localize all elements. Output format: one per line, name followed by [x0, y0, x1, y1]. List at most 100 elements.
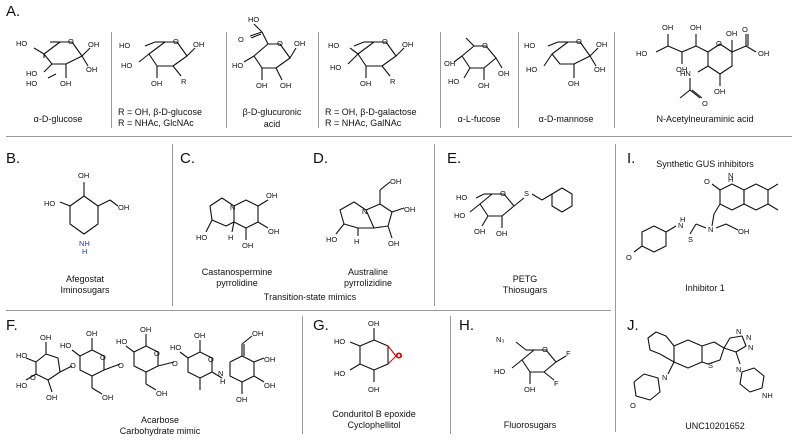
svg-text:HN: HN [680, 69, 691, 78]
acarbose-structure: O OH HO HO OH O O OH HO OH O O OH HO OH … [16, 325, 275, 404]
panel-letter-f: F. [6, 317, 18, 334]
svg-text:OH: OH [388, 239, 399, 248]
svg-text:OH: OH [360, 79, 371, 88]
unc10201652-structure: S N N N N NH N O [630, 327, 773, 410]
panel-letter-e: E. [447, 150, 462, 167]
svg-text:O: O [382, 37, 388, 46]
svg-text:HO: HO [16, 39, 27, 48]
svg-text:OH: OH [594, 65, 605, 74]
fucose-structure: O OH OH HO OH [444, 37, 509, 90]
glucose-structure: O HO OH OH OH HO HO [16, 37, 99, 88]
svg-text:OH: OH [156, 389, 167, 398]
divider-e [434, 144, 435, 306]
galnac-structure: O HO OH R OH HO [328, 37, 413, 88]
svg-text:F: F [554, 379, 559, 388]
caption-conduritol: Conduritol B epoxide [332, 409, 416, 419]
caption-iminosugars: Iminosugars [60, 285, 110, 295]
divider-a5 [518, 32, 519, 128]
svg-text:OH: OH [524, 385, 535, 394]
caption-transition-state: Transition-state mimics [263, 292, 357, 302]
afegostat-structure: OH HO OH NH H [44, 171, 129, 256]
svg-text:OH: OH [726, 29, 737, 38]
caption-acarbose: Acarbose [140, 415, 180, 425]
svg-text:S: S [708, 361, 713, 370]
svg-text:O: O [208, 355, 214, 364]
svg-text:OH: OH [738, 227, 749, 236]
svg-text:HO: HO [116, 337, 127, 346]
svg-text:HO: HO [16, 351, 27, 360]
svg-text:O: O [626, 253, 632, 262]
svg-text:OH: OH [194, 331, 205, 340]
svg-text:N: N [678, 221, 683, 230]
svg-text:OH: OH [390, 177, 401, 186]
panel-letter-j: J. [627, 317, 639, 334]
svg-text:OH: OH [193, 40, 204, 49]
caption-fluorosugars: Fluorosugars [503, 420, 557, 430]
svg-text:OH: OH [402, 40, 413, 49]
svg-text:O: O [154, 349, 160, 358]
svg-text:N: N [362, 207, 367, 216]
svg-text:N: N [662, 373, 667, 382]
svg-text:OH: OH [266, 191, 277, 200]
svg-text:OH: OH [236, 395, 247, 404]
caption-gus-title: Synthetic GUS inhibitors [656, 159, 754, 169]
svg-text:O: O [173, 37, 179, 46]
svg-text:O: O [500, 189, 506, 198]
panel-letter-i: I. [627, 150, 636, 167]
svg-text:HO: HO [60, 341, 71, 350]
svg-text:OH: OH [86, 65, 97, 74]
svg-text:HO: HO [456, 193, 467, 202]
caption-glucuronic: β-D-glucuronic acid [242, 107, 302, 129]
svg-text:O: O [482, 41, 488, 50]
svg-text:HO: HO [196, 233, 207, 242]
svg-text:O: O [70, 361, 76, 370]
divider-row1 [6, 136, 792, 137]
caption-australine: Australine [347, 267, 389, 277]
svg-text:OH: OH [690, 23, 701, 32]
caption-glc-r2: R = NHAc, GlcNAc [118, 118, 194, 128]
svg-text:OH: OH [268, 227, 279, 236]
divider-i [615, 144, 616, 432]
caption-afegostat: Afegostat [65, 274, 105, 284]
svg-text:HO: HO [16, 381, 27, 390]
svg-text:HO: HO [636, 49, 647, 58]
svg-text:OH: OH [294, 39, 305, 48]
svg-text:HO: HO [328, 41, 339, 50]
svg-text:S: S [524, 189, 529, 198]
svg-text:O: O [742, 25, 748, 34]
svg-text:OH: OH [86, 329, 97, 338]
mannose-structure: O HO OH OH OH HO [524, 37, 607, 88]
svg-text:O: O [704, 177, 710, 186]
svg-text:HO: HO [121, 61, 132, 70]
svg-text:OH: OH [252, 329, 263, 338]
svg-text:OH: OH [498, 69, 509, 78]
caption-inhibitor1: Inhibitor 1 [685, 283, 725, 293]
svg-text:NH: NH [762, 391, 773, 400]
divider-a2 [226, 32, 227, 128]
australine-structure: N OH OH OH H HO [326, 177, 415, 248]
caption-glc-r1: R = OH, β-D-glucose [118, 107, 202, 117]
svg-text:O: O [716, 39, 722, 48]
svg-text:HO: HO [248, 15, 259, 24]
svg-text:HO: HO [334, 369, 345, 378]
svg-text:H: H [728, 175, 733, 184]
svg-text:HO: HO [526, 65, 537, 74]
svg-text:HO: HO [26, 69, 37, 78]
svg-text:H: H [228, 233, 233, 242]
divider-a6 [614, 32, 615, 128]
caption-thiosugars: Thiosugars [502, 285, 548, 295]
divider-a4 [440, 32, 441, 128]
svg-text:OH: OH [478, 81, 489, 90]
svg-text:OH: OH [568, 79, 579, 88]
svg-text:OH: OH [474, 227, 485, 236]
svg-text:HO: HO [448, 77, 459, 86]
caption-cyclophellitol: Cyclophellitol [347, 420, 401, 430]
svg-text:NH: NH [79, 239, 90, 248]
svg-text:OH: OH [264, 355, 275, 364]
svg-text:OH: OH [368, 385, 379, 394]
svg-text:OH: OH [496, 229, 507, 238]
svg-text:O: O [542, 345, 548, 354]
svg-text:OH: OH [256, 81, 267, 90]
svg-text:OH: OH [242, 241, 253, 250]
svg-text:N: N [230, 203, 235, 212]
